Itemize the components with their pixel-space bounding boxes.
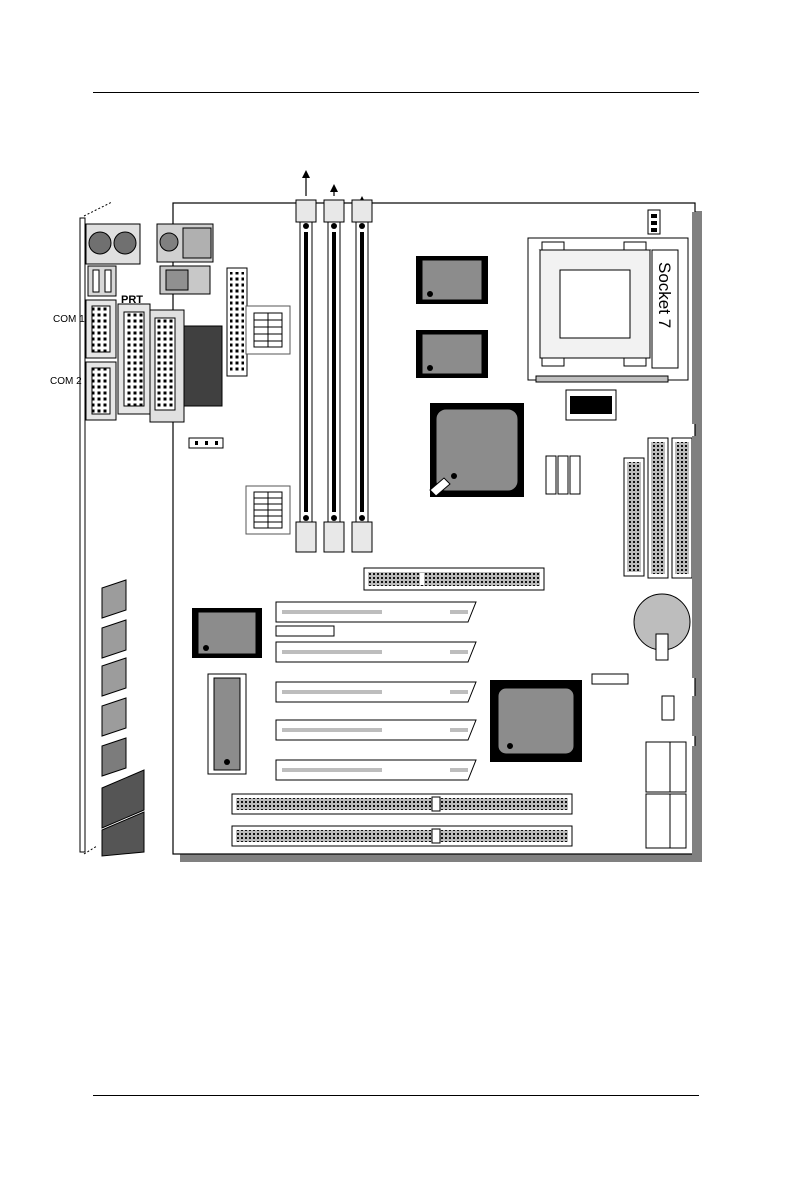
- com2-label: COM 2: [50, 376, 82, 387]
- jumper-block-top: [246, 306, 290, 354]
- isa-slot-2: [232, 826, 572, 846]
- pci-slot-4: [276, 720, 476, 740]
- south-bridge-chip: [490, 680, 582, 762]
- pci-slot-5: [276, 760, 476, 780]
- dimm-slots: [296, 170, 372, 552]
- bios-chip: [208, 674, 246, 774]
- io-header-block: [150, 310, 222, 422]
- prt-label: PRT: [121, 294, 143, 306]
- ps2-ports: [86, 224, 213, 264]
- jumper-3pin-left: [189, 438, 223, 448]
- fan-header-top: [648, 210, 660, 234]
- cache-chip-1: [416, 256, 488, 304]
- fan-header-bottom: [662, 696, 674, 720]
- north-bridge-chip: [430, 403, 524, 497]
- ide-connectors: [624, 438, 692, 578]
- cpu-socket: Socket 7: [528, 238, 688, 382]
- isa-slot-1: [232, 794, 572, 814]
- cache-chip-2: [416, 330, 488, 378]
- pci-slot-3: [276, 682, 476, 702]
- super-io-chip: [192, 608, 262, 658]
- jumper-block-bottom: [246, 486, 290, 534]
- expansion-slot-brackets: [102, 580, 144, 856]
- com1-label: COM 1: [53, 314, 85, 325]
- atx-power-connector: [227, 268, 247, 376]
- socket-label: Socket 7: [655, 262, 674, 328]
- right-edge-shading: [692, 212, 702, 678]
- jumper-triple: [546, 456, 580, 494]
- parallel-port: PRT: [118, 294, 150, 414]
- agp-slot: [364, 568, 544, 590]
- jumper-3pin-right: [592, 674, 628, 684]
- pci-slot-2: [276, 642, 476, 662]
- usb-connectors: [88, 266, 210, 296]
- clock-chip: [566, 390, 616, 420]
